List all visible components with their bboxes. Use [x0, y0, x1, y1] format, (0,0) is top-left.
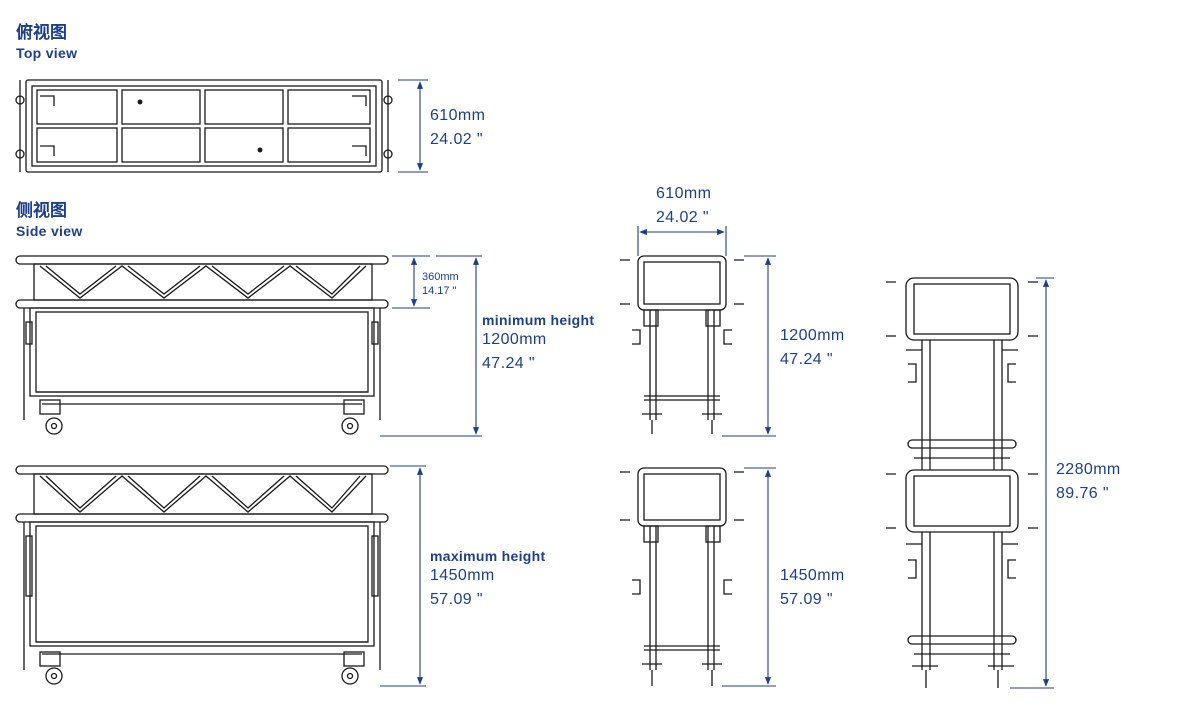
- dimension-lines: [380, 79, 1054, 689]
- top-depth-label: 610mm 24.02 ": [430, 104, 485, 152]
- maximum-height-in: 57.09 ": [430, 591, 483, 608]
- truss-height-mm: 360mm: [422, 271, 459, 283]
- minimum-height-title: minimum height: [482, 312, 595, 328]
- maximum-height-label: maximum height 1450mm 57.09 ": [430, 548, 545, 612]
- end-view-min-drawing: [620, 255, 744, 434]
- side-view-title-cn: 侧视图: [16, 201, 67, 221]
- stacked-mm: 2280mm: [1056, 461, 1121, 478]
- end-view-max-drawing: [620, 467, 744, 686]
- top-view-title-en: Top view: [16, 45, 78, 61]
- top-depth-in: 24.02 ": [430, 131, 483, 148]
- stacked-end-view-drawing: [886, 277, 1038, 688]
- maximum-height-mm: 1450mm: [430, 567, 495, 584]
- maximum-height-title: maximum height: [430, 548, 546, 564]
- side-view-title-en: Side view: [16, 223, 83, 239]
- front-width-label: 610mm 24.02 ": [656, 182, 711, 230]
- front-width-in: 24.02 ": [656, 209, 709, 226]
- stacked-in: 89.76 ": [1056, 485, 1109, 502]
- end-max-height-label: 1450mm 57.09 ": [780, 564, 845, 612]
- top-view-title-cn: 俯视图: [16, 23, 67, 43]
- end-min-mm: 1200mm: [780, 327, 845, 344]
- end-max-mm: 1450mm: [780, 567, 845, 584]
- stacked-height-label: 2280mm 89.76 ": [1056, 458, 1121, 506]
- end-max-in: 57.09 ": [780, 591, 833, 608]
- front-width-mm: 610mm: [656, 185, 712, 202]
- minimum-height-in: 47.24 ": [482, 355, 535, 372]
- truss-height-label: 360mm 14.17 ": [422, 270, 459, 298]
- end-min-in: 47.24 ": [780, 351, 833, 368]
- minimum-height-mm: 1200mm: [482, 331, 547, 348]
- top-view-drawing: [15, 79, 393, 173]
- minimum-height-label: minimum height 1200mm 47.24 ": [482, 312, 594, 376]
- side-view-min-drawing: [15, 255, 389, 435]
- top-depth-mm: 610mm: [430, 107, 486, 124]
- truss-height-in: 14.17 ": [422, 285, 457, 297]
- end-min-height-label: 1200mm 47.24 ": [780, 324, 845, 372]
- side-view-max-drawing: [15, 465, 389, 685]
